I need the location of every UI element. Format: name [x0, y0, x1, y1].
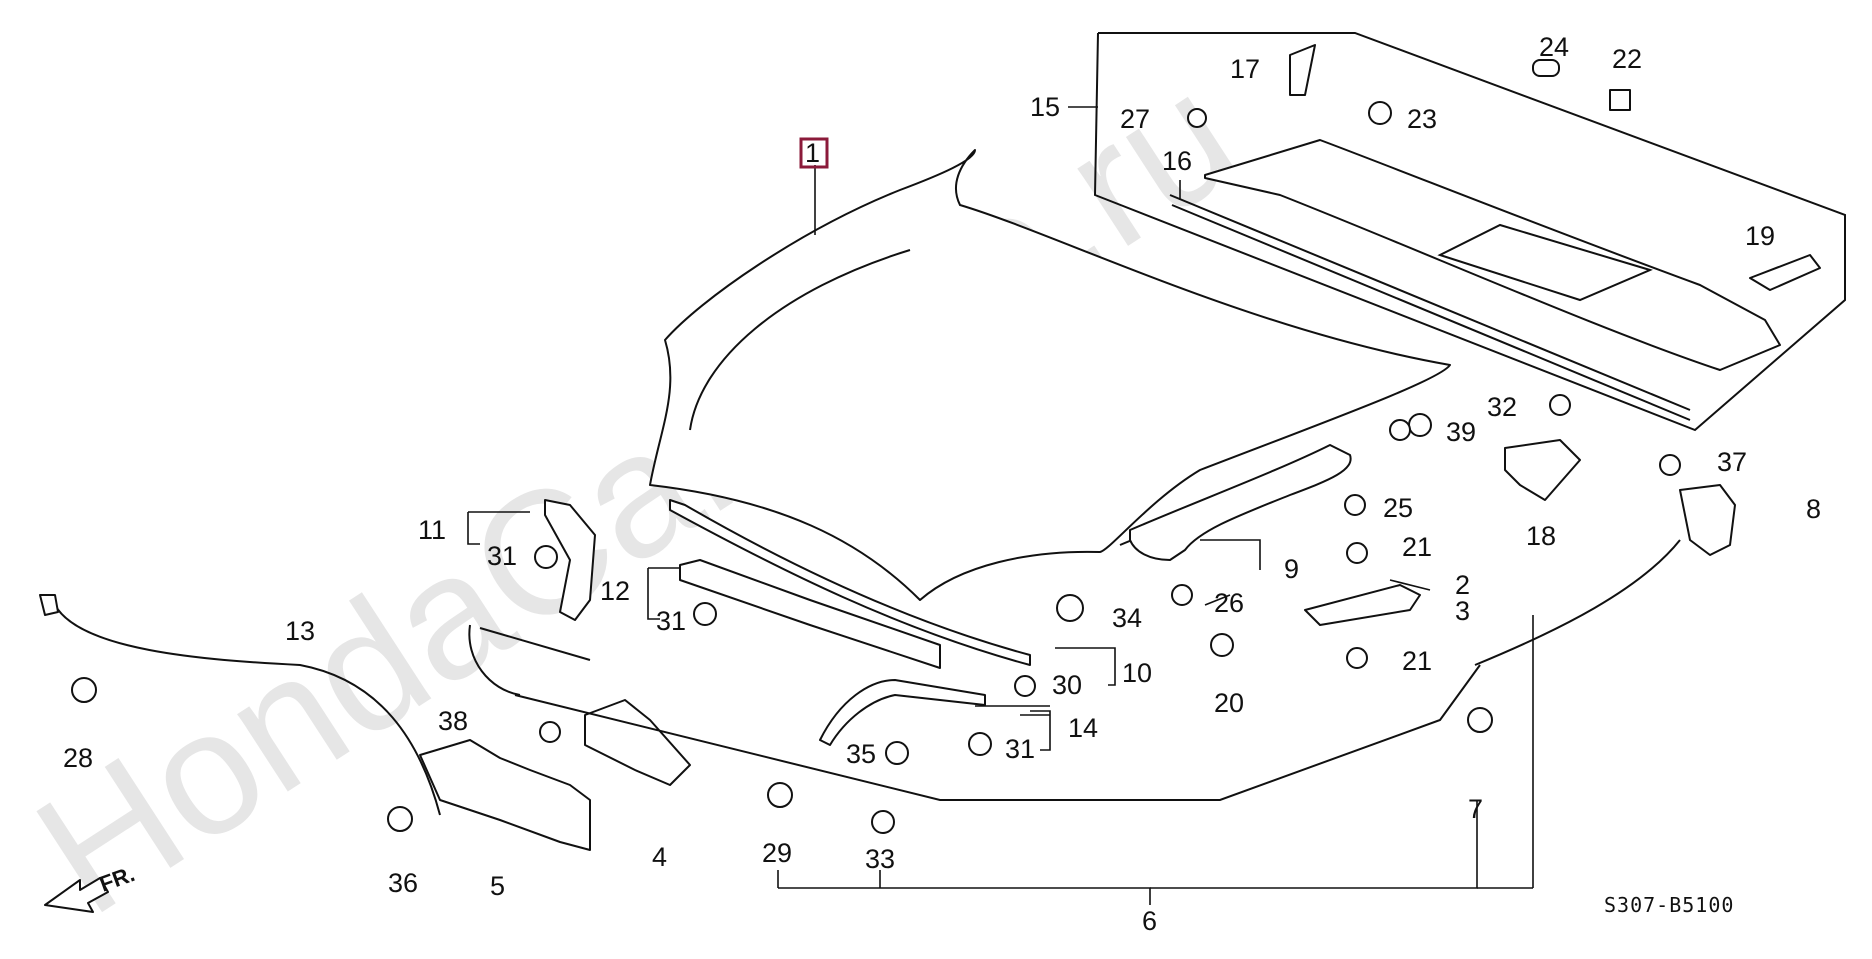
hood-insulator[interactable] [1129, 444, 1352, 561]
callout-18: 18 [1526, 521, 1556, 551]
callout-32: 32 [1487, 392, 1517, 422]
cowl-top-panel[interactable] [1169, 139, 1781, 421]
prop-rod-holder[interactable] [1504, 439, 1581, 501]
callout-19: 19 [1745, 221, 1775, 251]
diagram-code: S307-B5100 [1604, 893, 1734, 917]
callout-15: 15 [1030, 92, 1060, 122]
callout-24: 24 [1539, 32, 1569, 62]
hood-latch-cover[interactable] [419, 739, 591, 851]
callout-31b: 31 [656, 606, 686, 636]
callout-37: 37 [1717, 447, 1747, 477]
callout-8: 8 [1806, 494, 1821, 524]
leader-lines [467, 165, 1534, 905]
hood-lock-striker[interactable] [1304, 584, 1421, 626]
callout-16: 16 [1162, 146, 1192, 176]
callout-2: 2 [1455, 570, 1470, 600]
callout-23: 23 [1407, 104, 1437, 134]
callout-25: 25 [1383, 493, 1413, 523]
callout-30: 30 [1052, 670, 1082, 700]
hood-hinge-lower[interactable] [819, 679, 986, 746]
fasteners [71, 44, 1681, 834]
callout-27: 27 [1120, 104, 1150, 134]
callout-34: 34 [1112, 603, 1142, 633]
callout-9: 9 [1284, 554, 1299, 584]
callout-5: 5 [490, 871, 505, 901]
callout-11: 11 [418, 515, 446, 545]
callout-17: 17 [1230, 54, 1260, 84]
callout-20: 20 [1214, 688, 1244, 718]
callout-39: 39 [1446, 417, 1476, 447]
hood-opener[interactable] [1474, 484, 1736, 666]
callout-3: 3 [1455, 596, 1470, 626]
callout-26: 26 [1214, 588, 1244, 618]
hood-opener-cable[interactable] [468, 624, 591, 696]
callout-22: 22 [1612, 44, 1642, 74]
callout-21b: 21 [1402, 646, 1432, 676]
callout-36: 36 [388, 868, 418, 898]
hood-release-cable[interactable] [39, 594, 441, 816]
cowl-bracket[interactable] [1749, 254, 1821, 291]
callout-4: 4 [652, 842, 667, 872]
callout-21a: 21 [1402, 532, 1432, 562]
callout-1: 1 [805, 138, 820, 168]
hood-stay-bracket[interactable] [679, 559, 941, 669]
hood-hinge[interactable] [544, 499, 596, 621]
hood-front-seal[interactable] [669, 499, 1031, 666]
highlight-box [799, 137, 829, 169]
callout-28: 28 [63, 743, 93, 773]
callout-31a: 31 [487, 541, 517, 571]
callout-38: 38 [438, 706, 468, 736]
callout-31c: 31 [1005, 734, 1035, 764]
callout-labels: 1 2 3 4 5 6 7 8 9 10 11 12 13 14 15 16 1… [63, 32, 1821, 936]
callout-6: 6 [1142, 906, 1157, 936]
callout-10: 10 [1122, 658, 1152, 688]
cowl-group-outline [1068, 32, 1846, 432]
hood-latch[interactable] [584, 699, 691, 786]
hood-cable-route [514, 664, 1481, 801]
callout-12: 12 [600, 576, 630, 606]
callout-29: 29 [762, 838, 792, 868]
callout-35: 35 [846, 739, 876, 769]
callout-7: 7 [1468, 794, 1483, 824]
callout-13: 13 [285, 616, 315, 646]
callout-33: 33 [865, 844, 895, 874]
callout-14: 14 [1068, 713, 1098, 743]
